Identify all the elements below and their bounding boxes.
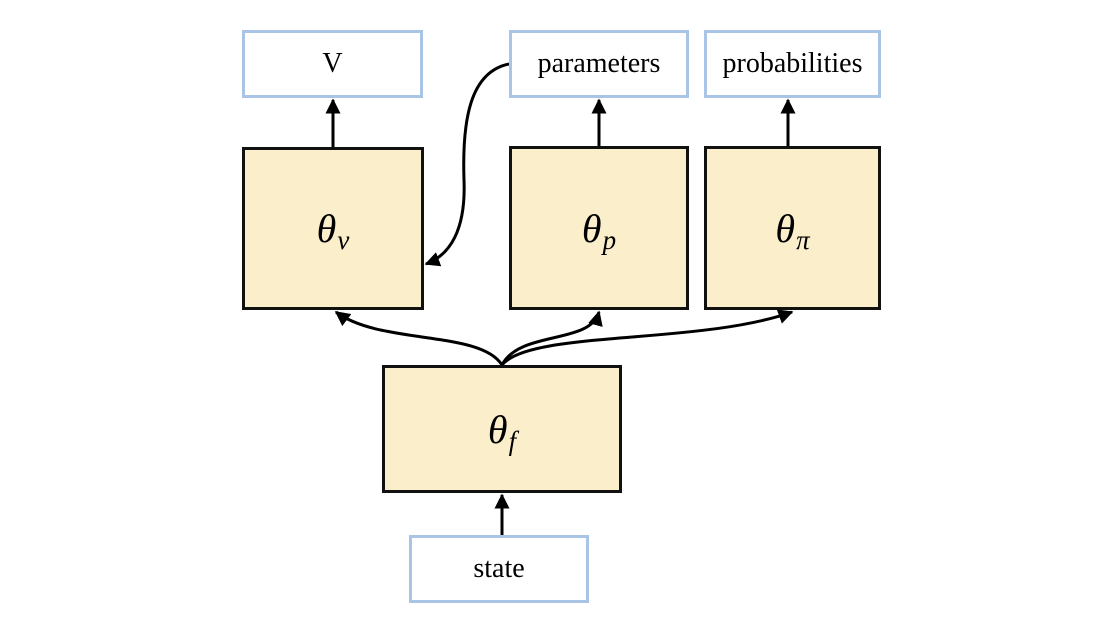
arrow-parameters-to-value [424, 62, 510, 267]
policy-network-symbol: θ [775, 205, 796, 251]
value-network-subscript: v [337, 225, 350, 255]
arrow-feature-to-value [334, 310, 504, 366]
state-input-box: state [409, 535, 589, 603]
feature-network-subscript: f [508, 425, 517, 456]
feature-network-symbol: θ [487, 406, 508, 452]
value-network-symbol: θ [316, 206, 337, 251]
probabilities-output-label: probabilities [722, 48, 863, 79]
params-network-subscript: p [602, 224, 617, 255]
arrow-feature-to-params [500, 310, 603, 366]
arrow-feature-to-policy [500, 309, 794, 367]
v-output-label: V [322, 48, 343, 79]
probabilities-output-box: probabilities [704, 30, 881, 98]
policy-network-subscript: π [796, 224, 810, 255]
params-network-symbol: θ [581, 205, 602, 251]
parameters-output-label: parameters [537, 48, 661, 79]
state-input-label: state [473, 553, 525, 584]
v-output-box: V [242, 30, 423, 98]
parameters-output-box: parameters [509, 30, 689, 98]
